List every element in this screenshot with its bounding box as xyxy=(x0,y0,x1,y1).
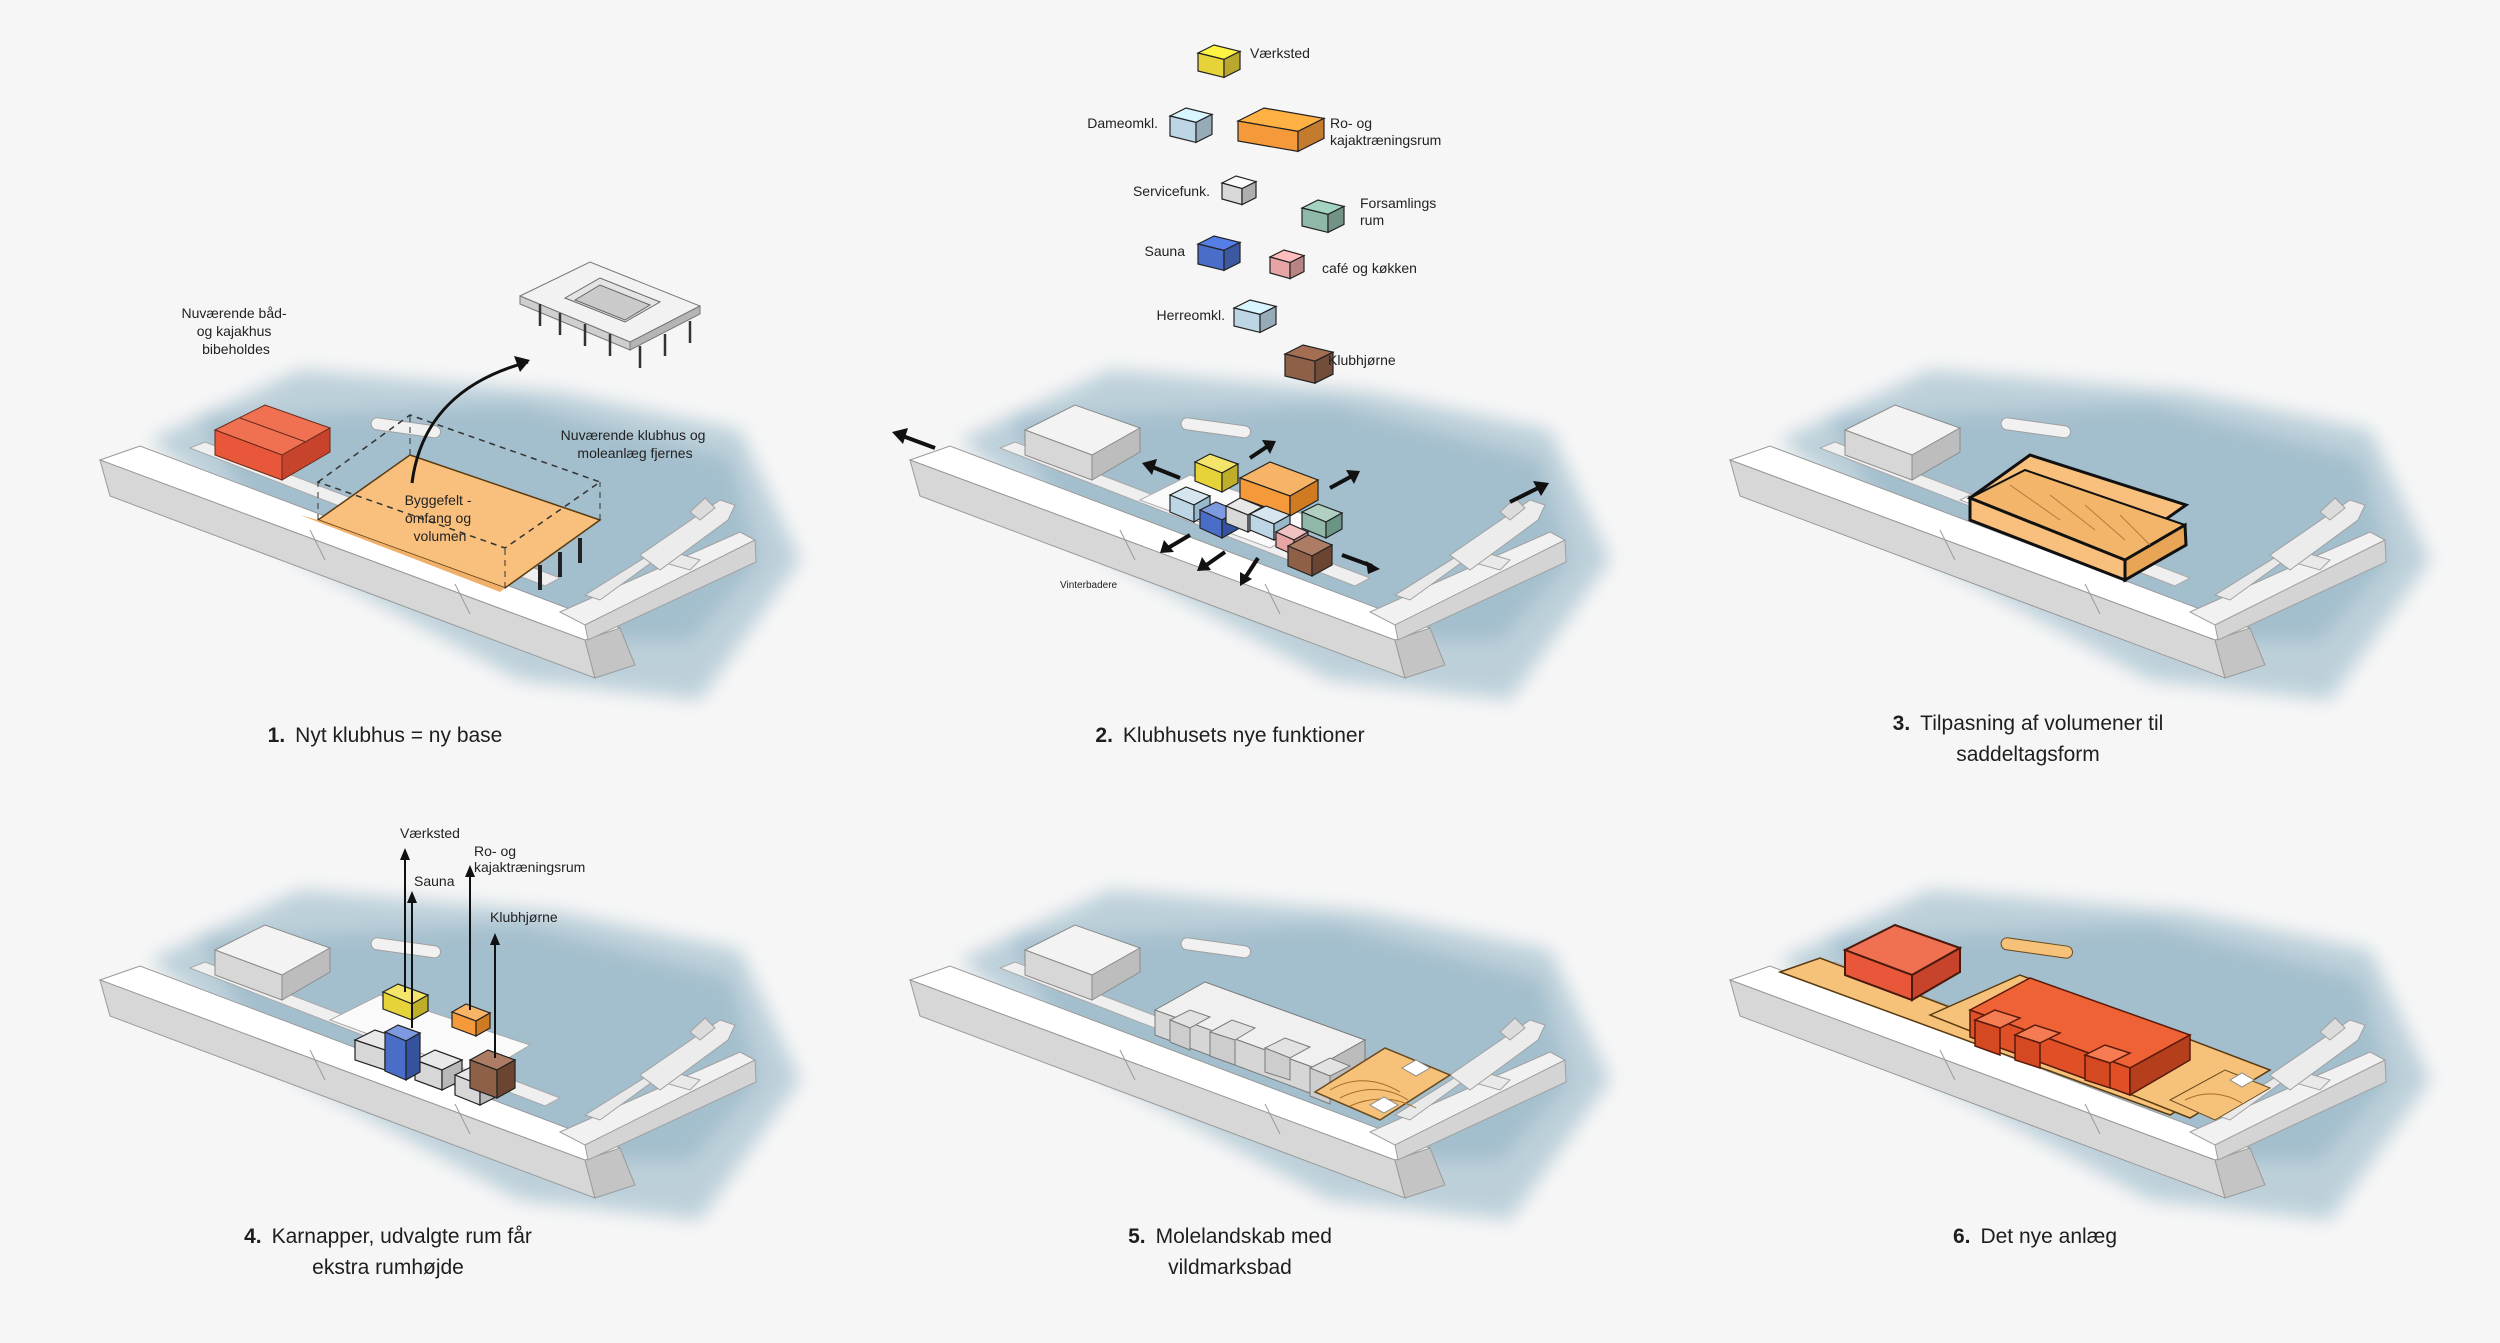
existing-boathouse-label: Nuværende båd- og kajakhus bibeholdes xyxy=(182,305,291,357)
function-block xyxy=(1289,254,1305,280)
function-block xyxy=(1223,50,1241,79)
club-corner-label: Klubhjørne xyxy=(490,909,558,925)
wild-bath-icon xyxy=(1400,1059,1432,1077)
function-label: Klubhjørne xyxy=(1328,352,1396,368)
pier-landscape xyxy=(1313,1047,1452,1121)
new-clubhouse xyxy=(1968,977,2192,1097)
function-label: Servicefunk. xyxy=(1133,183,1210,199)
caption-panel-6: 6.Det nye anlæg xyxy=(1952,1225,2118,1248)
function-block xyxy=(1223,241,1241,272)
removed-clubhouse xyxy=(518,261,702,368)
caption-panel-2: 2.Klubhusets nye funktioner xyxy=(1095,724,1365,747)
panel-3-diagram xyxy=(1730,370,2430,700)
function-block xyxy=(1327,205,1345,234)
function-block xyxy=(1314,351,1334,385)
building-field-volume xyxy=(300,414,602,592)
rowing-label: Ro- og kajaktræningsrum xyxy=(474,843,585,875)
panel-4-diagram: Værksted Sauna Ro- og kajaktræningsrum K… xyxy=(100,825,800,1220)
function-label: Sauna xyxy=(1145,243,1186,259)
removed-clubhouse-label: Nuværende klubhus og moleanlæg fjernes xyxy=(561,427,710,461)
panel-5-diagram xyxy=(910,890,1610,1220)
panel-1-diagram: Nuværende båd- og kajakhus bibeholdes By… xyxy=(100,261,800,700)
pier-landscape xyxy=(2168,1069,2272,1121)
arrow-head-icon xyxy=(514,356,530,372)
function-block xyxy=(1259,305,1277,334)
direction-arrow-icons xyxy=(892,428,1549,586)
wild-bath-icon xyxy=(2229,1072,2255,1088)
removal-arrow xyxy=(410,360,529,484)
function-block xyxy=(1297,117,1325,153)
sauna-label: Sauna xyxy=(414,873,455,889)
function-block xyxy=(1241,180,1257,206)
building-field-label: Byggefelt - omfang og volumen xyxy=(405,492,476,544)
existing-boathouse xyxy=(213,404,332,481)
panel-2-diagram xyxy=(910,370,1610,700)
panel-6-diagram xyxy=(1730,890,2430,1220)
boathouse-red xyxy=(1842,923,1963,1002)
wild-bath-icon xyxy=(1368,1096,1400,1114)
saddle-roof-volume xyxy=(1966,453,2190,583)
workshop-label: Værksted xyxy=(400,825,460,841)
function-label: café og køkken xyxy=(1322,260,1417,276)
function-legend-blocks xyxy=(1168,44,1346,385)
height-arrow-icons xyxy=(400,848,500,945)
function-label: Herreomkl. xyxy=(1157,307,1225,323)
function-block xyxy=(1195,113,1213,144)
winter-bathers-label: Vinterbadere xyxy=(1060,580,1118,591)
caption-panel-1: 1.Nyt klubhus = ny base xyxy=(267,724,503,747)
function-label: Værksted xyxy=(1250,45,1310,61)
function-label: Dameomkl. xyxy=(1087,115,1158,131)
